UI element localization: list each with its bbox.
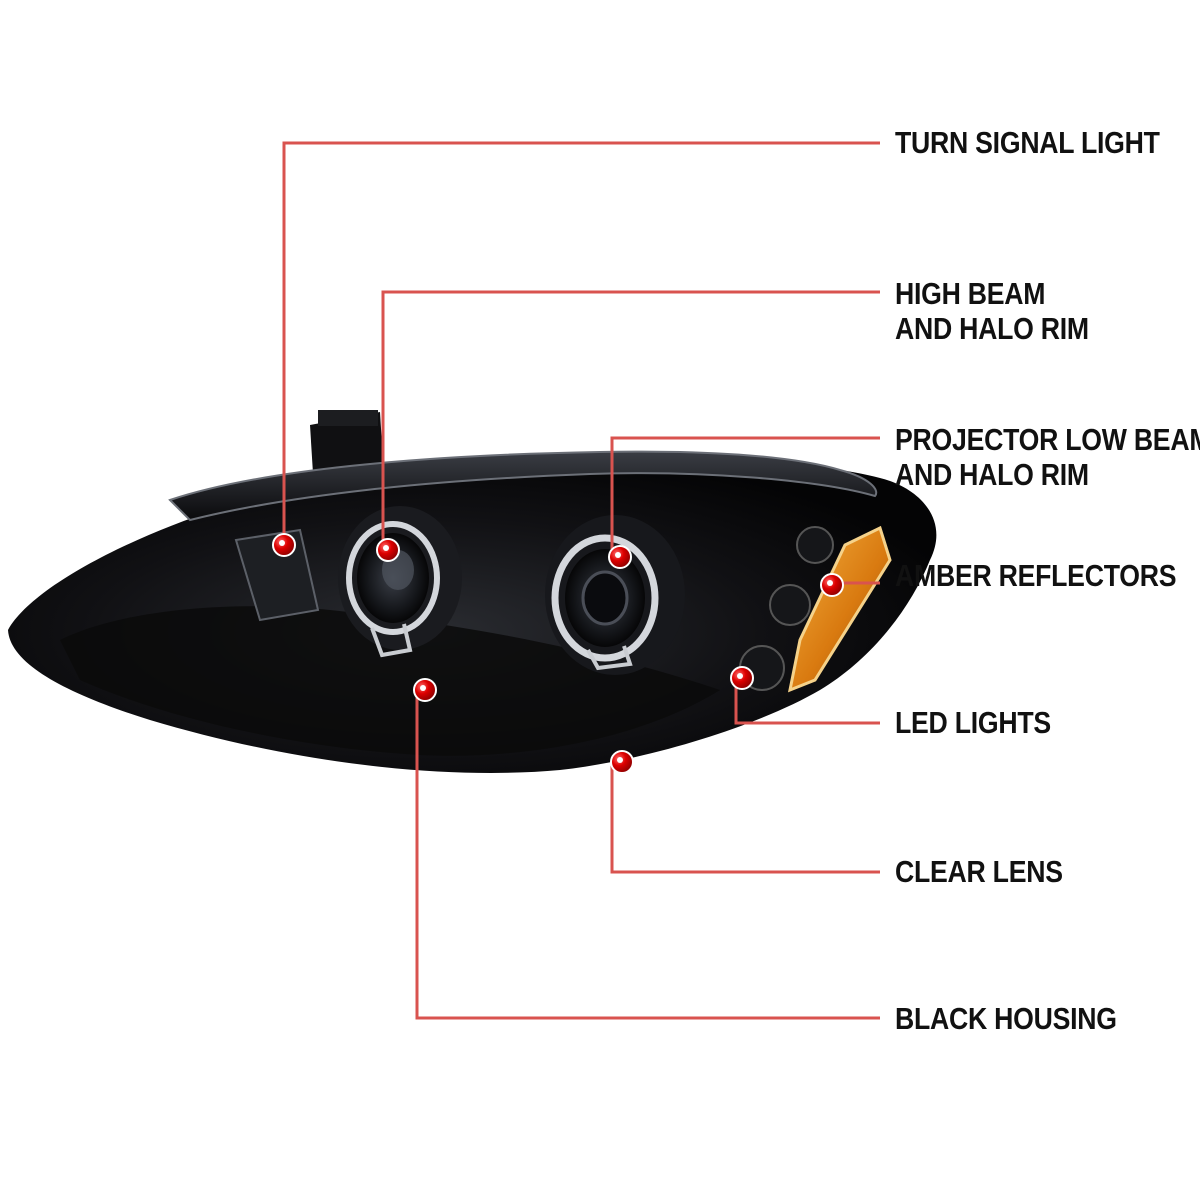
label-line: HIGH BEAM: [895, 276, 1046, 311]
label-line: AND HALO RIM: [895, 311, 1089, 346]
label-black-housing: BLACK HOUSING: [895, 1001, 1117, 1036]
marker-dots: [272, 533, 844, 774]
label-high-beam: HIGH BEAM AND HALO RIM: [895, 276, 1089, 346]
high-beam-lens: [338, 506, 462, 658]
label-line: AND HALO RIM: [895, 457, 1089, 492]
leader-line-turn-signal-light: [282, 141, 880, 545]
label-line: AMBER REFLECTORS: [895, 558, 1177, 593]
marker-dot-highlight: [383, 545, 389, 551]
label-turn-signal-light: TURN SIGNAL LIGHT: [895, 125, 1160, 160]
label-line: LED LIGHTS: [895, 705, 1051, 740]
label-line: PROJECTOR LOW BEAM: [895, 422, 1200, 457]
amber-reflector: [787, 525, 892, 693]
marker-dot-highlight: [420, 685, 426, 691]
label-line: CLEAR LENS: [895, 854, 1063, 889]
led-pods: [739, 526, 834, 691]
leader-line-high-beam: [381, 290, 880, 550]
label-line: TURN SIGNAL LIGHT: [895, 125, 1160, 160]
label-led-lights: LED LIGHTS: [895, 705, 1051, 740]
label-line: BLACK HOUSING: [895, 1001, 1117, 1036]
label-clear-lens: CLEAR LENS: [895, 854, 1063, 889]
marker-dot-highlight: [617, 757, 623, 763]
leader-line-projector-low-beam: [610, 436, 880, 555]
marker-dot-highlight: [827, 580, 833, 586]
label-projector-low-beam: PROJECTOR LOW BEAM AND HALO RIM: [895, 422, 1200, 492]
marker-dot-highlight: [737, 673, 743, 679]
leader-line-clear-lens: [610, 762, 880, 874]
leader-line-black-housing: [415, 690, 880, 1020]
leader-line-led-lights: [734, 678, 880, 725]
marker-dot-highlight: [279, 540, 285, 546]
projector-low-beam-lens: [545, 515, 685, 675]
label-amber-reflectors: AMBER REFLECTORS: [895, 558, 1177, 593]
marker-dot-highlight: [615, 552, 621, 558]
turn-signal-cavity: [234, 528, 320, 622]
